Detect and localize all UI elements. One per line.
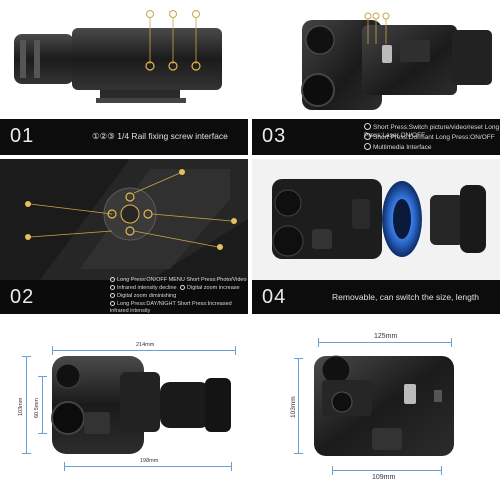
caption-icons: ①②③ <box>92 131 115 141</box>
dim-tick <box>318 338 319 347</box>
panel-number: 04 <box>262 286 287 308</box>
panel-01-caption: 1/4 Rail fixing screw interface <box>117 131 228 141</box>
panel-02-line-1: Long Press:ON/OFF MENU Short Press:Photo… <box>110 277 247 284</box>
width-bottom-line <box>64 466 232 467</box>
dimension-drawing-right: 125mm 109mm 103mm <box>252 330 500 490</box>
height-line <box>298 358 299 454</box>
scope-top-view-image <box>252 0 500 119</box>
dim-tick <box>64 462 65 471</box>
dim-tick <box>22 356 31 357</box>
width-bottom-label: 198mm <box>140 458 159 464</box>
dim-tick <box>294 453 303 454</box>
height-label: 103mm <box>290 396 297 418</box>
width-top-label: 214mm <box>136 342 155 348</box>
panel-02-caption-strip: 02 <box>0 280 248 314</box>
scope-exploded-eyepiece-image <box>252 159 500 280</box>
scope-side-profile-image <box>51 356 231 454</box>
height-inner-line <box>42 376 43 434</box>
circle-icon <box>110 293 115 298</box>
width-bottom-label: 109mm <box>372 474 396 481</box>
panel-04: 04 Removable, can switch the size, lengt… <box>252 159 500 314</box>
panel-03-caption-strip: 03 Short Press:Switch picture/video/rese… <box>252 119 500 155</box>
panel-04-caption-strip: 04 Removable, can switch the size, lengt… <box>252 280 500 314</box>
dim-tick <box>294 358 303 359</box>
panel-02-line-3: Digital zoom increase <box>180 285 240 292</box>
height-outer-line <box>26 356 27 454</box>
panel-number: 02 <box>10 286 35 308</box>
product-feature-grid: 01 ①②③ 1/4 Rail fixing screw interface <box>0 0 500 314</box>
panel-01-caption-strip: 01 ①②③ 1/4 Rail fixing screw interface <box>0 119 248 155</box>
dim-tick <box>52 346 53 355</box>
circle-icon <box>110 285 115 290</box>
dim-tick <box>231 462 232 471</box>
dim-tick <box>332 466 333 475</box>
dim-tick <box>22 453 31 454</box>
scope-side-view-image <box>0 0 248 119</box>
circle-icon <box>364 143 371 150</box>
dim-tick <box>235 346 236 355</box>
circle-icon <box>364 123 371 130</box>
dim-tick <box>441 466 442 475</box>
circle-icon <box>110 301 115 306</box>
panel-number: 03 <box>262 125 287 147</box>
dim-tick <box>38 376 47 377</box>
dimension-drawing-left: 214mm 198mm 103mm 60.5mm <box>0 330 248 490</box>
panel-02: 02 Long Press:ON/OFF MENU Short Press:Ph… <box>0 159 248 314</box>
panel-02-line-4: Digital zoom diminishing <box>110 293 176 300</box>
height-outer-label: 103mm <box>18 397 24 416</box>
panel-03-line-3: Multimedia Interface <box>364 143 432 152</box>
dim-tick <box>451 338 452 347</box>
panel-04-caption: Removable, can switch the size, length <box>332 292 479 302</box>
panel-03-line-2: Short Press:Dormant Long Press:ON/OFF <box>364 133 495 142</box>
scope-button-pad-image <box>0 159 248 280</box>
circle-icon <box>110 277 115 282</box>
panel-number: 01 <box>10 125 35 147</box>
width-bottom-line <box>332 470 442 471</box>
width-top-line <box>318 342 452 343</box>
dim-tick <box>38 433 47 434</box>
panel-01: 01 ①②③ 1/4 Rail fixing screw interface <box>0 0 248 155</box>
circle-icon <box>364 133 371 140</box>
panel-02-line-2: Infrared intensity decline <box>110 285 177 292</box>
scope-front-profile-image <box>314 355 454 456</box>
height-inner-label: 60.5mm <box>34 398 40 418</box>
circle-icon <box>180 285 185 290</box>
width-top-label: 125mm <box>374 333 398 340</box>
panel-03: 03 Short Press:Switch picture/video/rese… <box>252 0 500 155</box>
width-top-line <box>52 350 236 351</box>
panel-02-line-5: Long Press:DAY/NIGHT Short Press:Increas… <box>110 301 232 314</box>
panel-03-line-1: Short Press:Switch picture/video/reset L… <box>364 123 500 139</box>
